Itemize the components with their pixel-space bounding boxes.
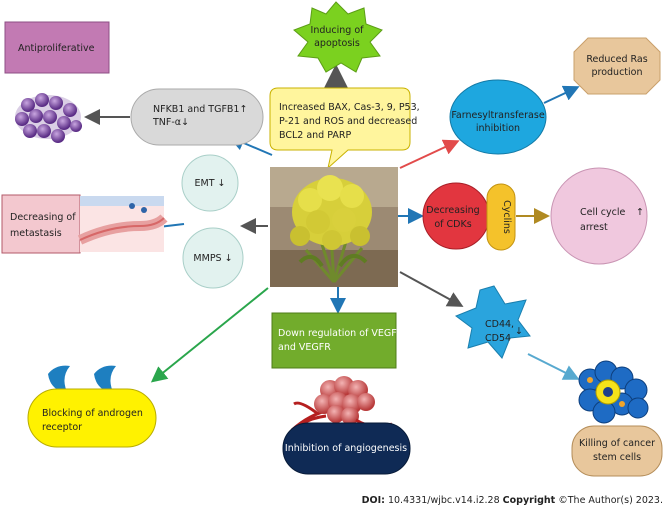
cd44-node: CD44, CD54 ↓ xyxy=(454,285,531,359)
nfkb-label-1: NFKB1 and TGFB1↑ xyxy=(153,104,247,115)
antiproliferative-label: Antiproliferative xyxy=(18,43,95,54)
cyclins-label: Cyclins xyxy=(501,200,512,234)
arrow-to-androgen xyxy=(150,287,269,383)
bax-label-2: P-21 and ROS and decreased xyxy=(279,116,417,127)
vegf-label-2: and VEGFR xyxy=(278,342,331,353)
cdks-node: Decreasing of CDKs xyxy=(422,182,490,250)
angiogenesis-label: Inhibition of angiogenesis xyxy=(285,443,407,454)
bax-callout: Increased BAX, Cas-3, 9, P53, P-21 and R… xyxy=(269,87,420,170)
farnesyl-node: Farnesyltransferase inhibition xyxy=(449,79,547,155)
arrow-to-reduced-ras xyxy=(543,85,580,104)
androgen-label-1: Blocking of androgen xyxy=(42,408,143,419)
vegf-label-1: Down regulation of VEGF xyxy=(278,328,397,339)
antiproliferative-node: Antiproliferative xyxy=(4,21,110,74)
copyright-label: Copyright xyxy=(502,495,556,506)
metastasis-label-1: Decreasing of xyxy=(10,212,76,223)
cancer-cells-icon xyxy=(15,93,82,143)
nfkb-node: NFKB1 and TGFB1↑ TNF-α↓ xyxy=(130,88,264,146)
ferula-plant-photo xyxy=(270,167,398,287)
bax-label-3: BCL2 and PARP xyxy=(279,130,351,141)
copyright-value: ©The Author(s) 2023. xyxy=(555,495,663,506)
reduced-ras-label-1: Reduced Ras xyxy=(586,54,647,65)
mmps-node: MMPS ↓ xyxy=(182,227,244,289)
stem-cells-label-1: Killing of cancer xyxy=(579,438,655,449)
arrows xyxy=(84,64,580,383)
angiogenesis-node: Inhibition of angiogenesis xyxy=(282,422,411,475)
arrow-to-stem-cells xyxy=(527,353,580,380)
doi-value: 10.4331/wjbc.v14.i2.28 xyxy=(384,495,503,506)
cd44-label-1: CD44, xyxy=(485,319,514,330)
cdks-label-2: of CDKs xyxy=(434,219,471,230)
cell-cycle-label-2: arrest xyxy=(580,222,608,233)
reduced-ras-label-2: production xyxy=(591,67,642,78)
nfkb-label-2: TNF-α↓ xyxy=(152,117,189,128)
mmps-label: MMPS ↓ xyxy=(193,253,232,264)
cell-cycle-up-arrow: ↑ xyxy=(636,207,644,218)
stem-cells-label-2: stem cells xyxy=(593,452,641,463)
emt-node: EMT ↓ xyxy=(181,154,239,212)
vegf-node: Down regulation of VEGF and VEGFR xyxy=(271,312,397,369)
metastasis-node: Decreasing of metastasis xyxy=(1,194,81,254)
apoptosis-label-1: Inducing of xyxy=(311,25,365,36)
cell-cycle-label-1: Cell cycle xyxy=(580,207,625,218)
androgen-receptor-node: Blocking of androgen receptor xyxy=(27,365,157,448)
emt-label: EMT ↓ xyxy=(195,178,226,189)
cd44-label-2: CD54 xyxy=(485,333,511,344)
bax-label-1: Increased BAX, Cas-3, 9, P53, xyxy=(279,102,420,113)
apoptosis-label-2: apoptosis xyxy=(314,38,360,49)
farnesyl-label-2: inhibition xyxy=(476,123,520,134)
metastasis-label-2: metastasis xyxy=(10,228,62,239)
stem-cells-node: Killing of cancer stem cells xyxy=(571,425,663,477)
cd44-down-arrow: ↓ xyxy=(515,326,523,337)
blood-vessel-tissue-icon xyxy=(77,196,168,252)
apoptosis-node: Inducing of apoptosis xyxy=(293,1,383,73)
arrow-to-cd44 xyxy=(399,271,464,307)
androgen-label-2: receptor xyxy=(42,422,82,433)
cdks-label-1: Decreasing xyxy=(426,205,479,216)
reduced-ras-node: Reduced Ras production xyxy=(573,37,661,95)
arrow-to-farnesyl xyxy=(399,139,460,169)
doi-label: DOI: xyxy=(361,495,385,506)
cyclins-node: Cyclins xyxy=(486,183,516,251)
tumor-vessel-icon xyxy=(288,376,393,441)
farnesyl-label-1: Farnesyltransferase xyxy=(451,110,545,121)
stem-cells-icon xyxy=(578,360,649,424)
cell-cycle-node: Cell cycle arrest ↑ xyxy=(550,167,648,265)
citation-footer: DOI: 10.4331/wjbc.v14.i2.28 Copyright ©T… xyxy=(362,495,663,506)
